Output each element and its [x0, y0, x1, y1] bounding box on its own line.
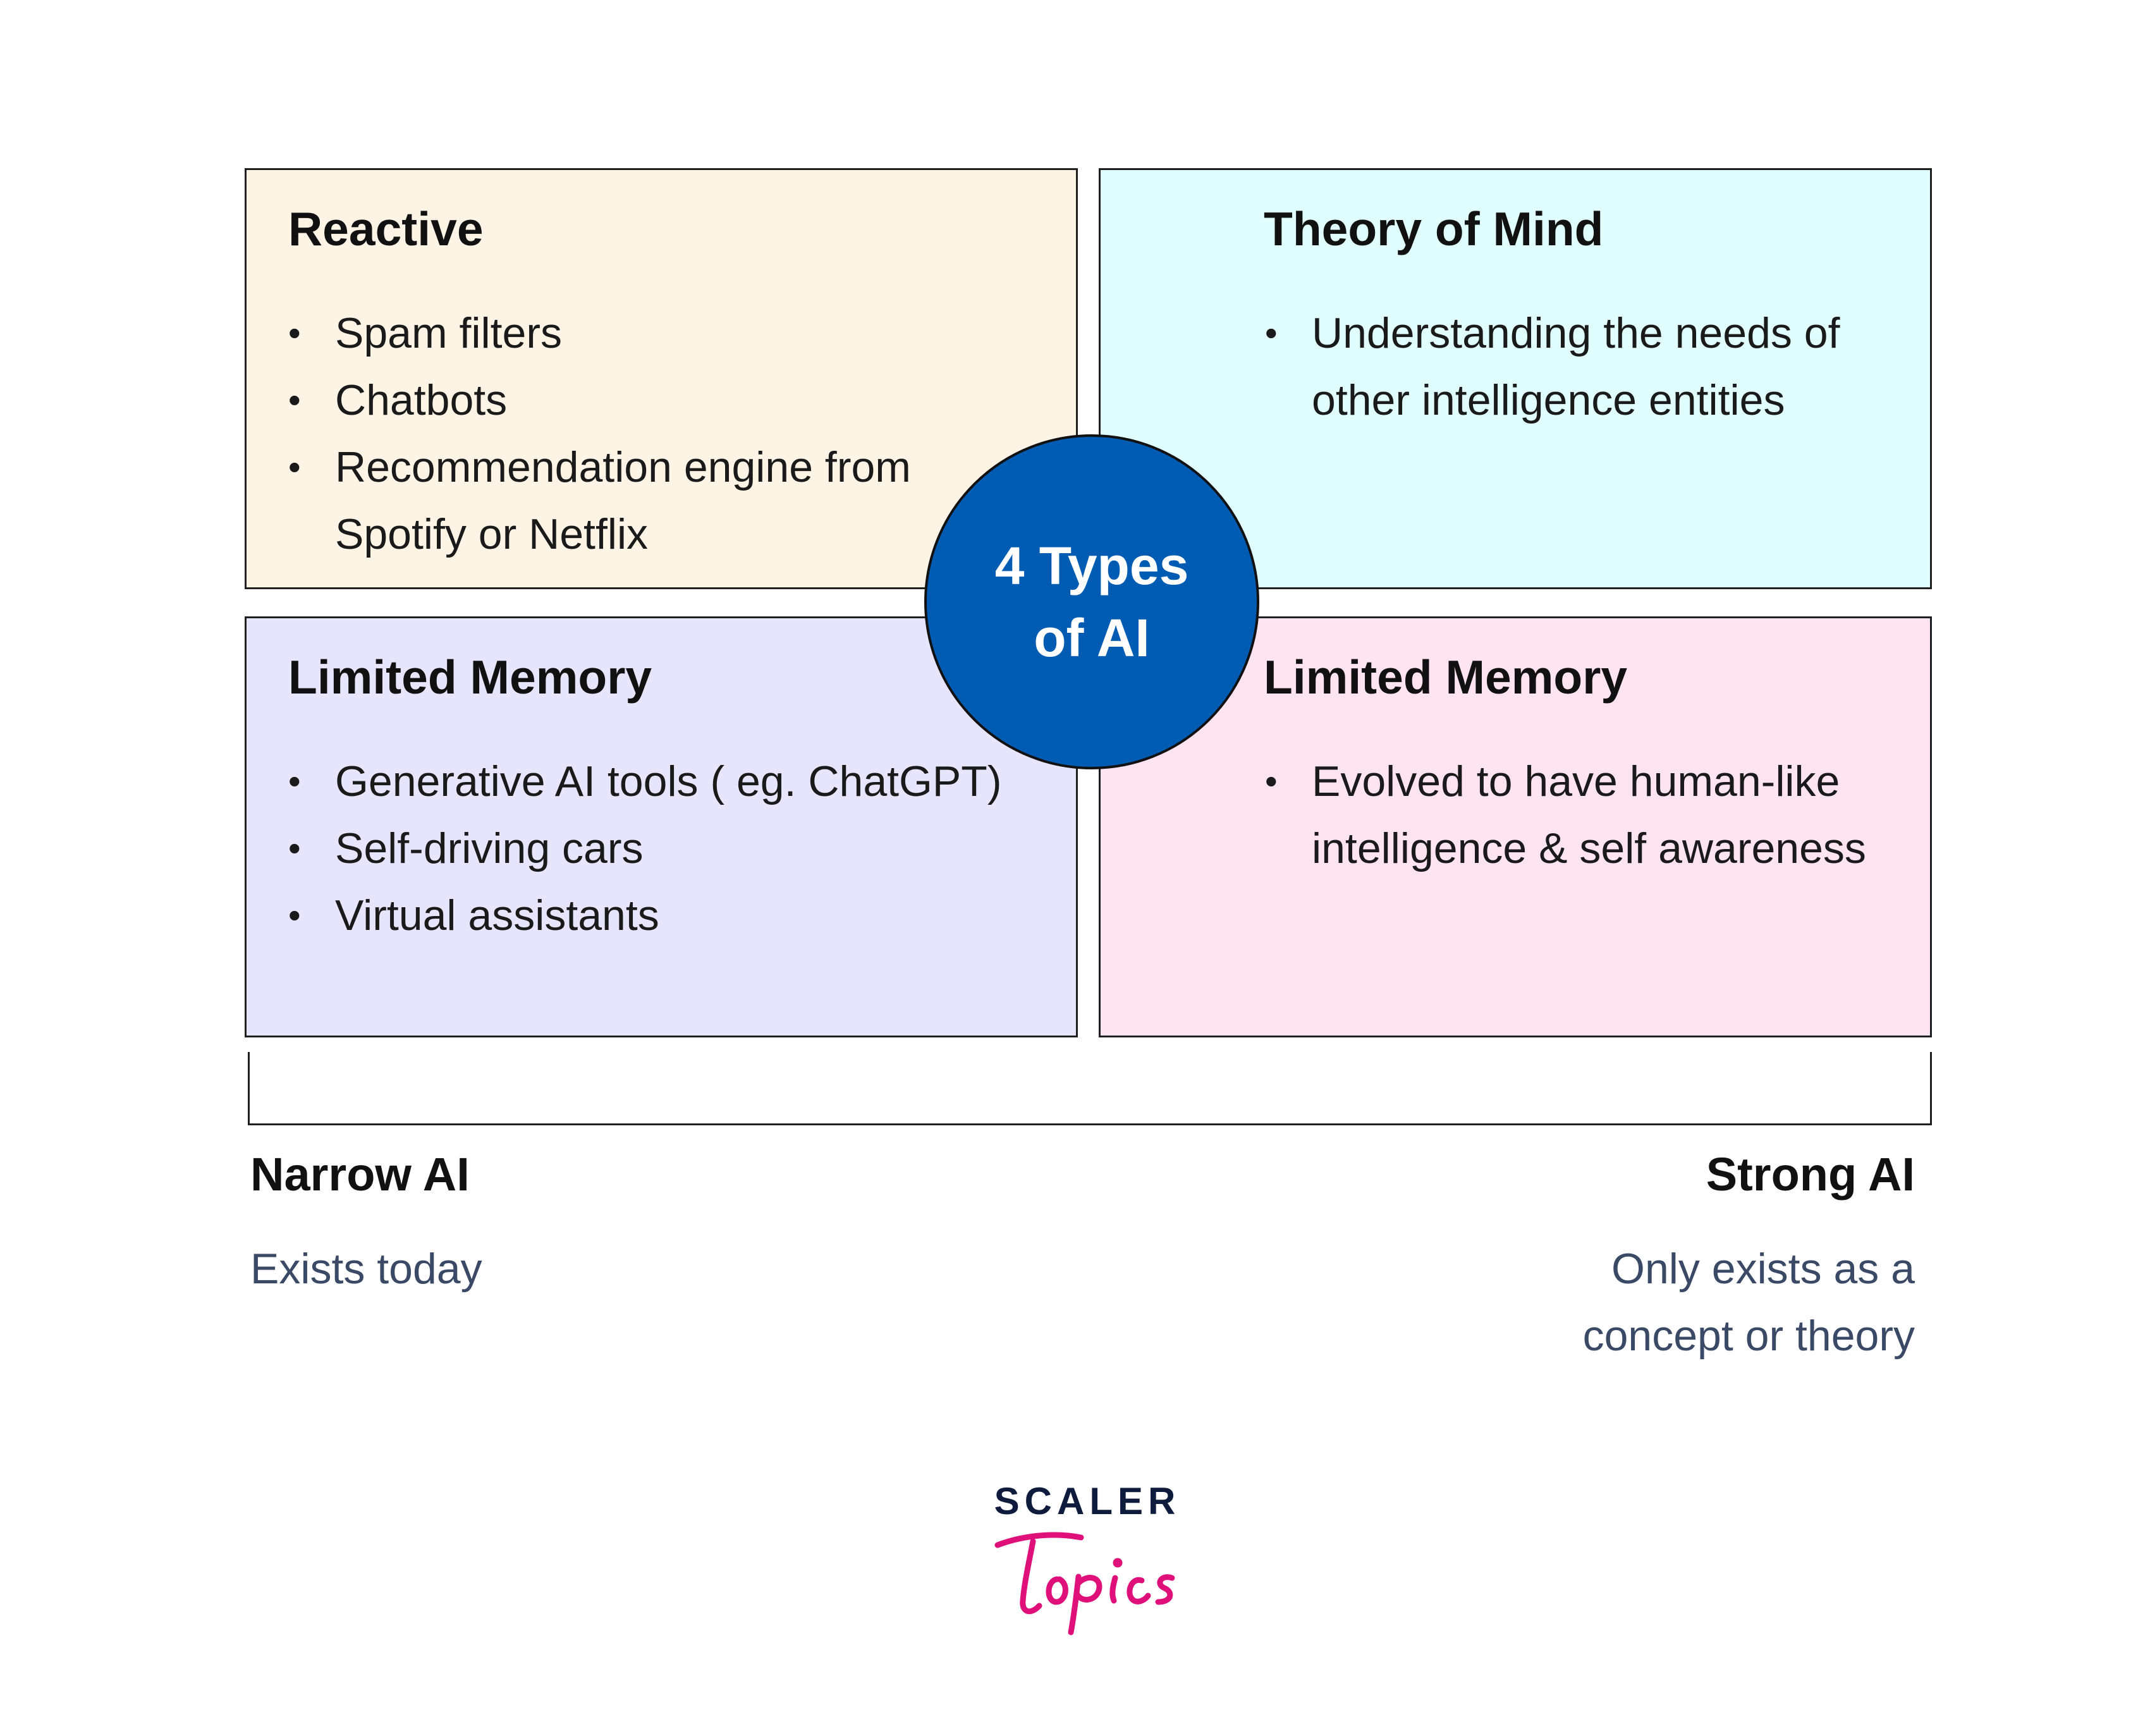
- list-item: Chatbots: [287, 367, 919, 434]
- quadrant-limited-memory-right: Limited Memory Evolved to have human-lik…: [1099, 616, 1932, 1037]
- list-item: Recommendation engine from Spotify or Ne…: [287, 434, 919, 568]
- logo-script-topics: [994, 1532, 1175, 1635]
- list-item: Understanding the needs of other intelli…: [1264, 300, 1902, 434]
- list-item: Generative AI tools ( eg. ChatGPT): [287, 748, 1046, 815]
- list-item: Spam filters: [287, 300, 919, 367]
- center-label: 4 Types of AI: [994, 536, 1189, 668]
- quadrant-reactive: Reactive Spam filters Chatbots Recommend…: [245, 168, 1078, 589]
- quadrant-list: Understanding the needs of other intelli…: [1264, 300, 1902, 434]
- strong-ai-title: Strong AI: [1706, 1148, 1915, 1201]
- quadrant-title: Theory of Mind: [1264, 202, 1604, 255]
- narrow-ai-title: Narrow AI: [250, 1148, 470, 1201]
- list-item: Evolved to have human-like intelligence …: [1264, 748, 1915, 882]
- strong-ai-description: Only exists as a concept or theory: [1582, 1245, 1915, 1360]
- quadrant-list: Generative AI tools ( eg. ChatGPT) Self-…: [287, 748, 1046, 949]
- list-item: Self-driving cars: [287, 815, 1046, 882]
- quadrant-limited-memory-left: Limited Memory Generative AI tools ( eg.…: [245, 616, 1078, 1037]
- quadrant-title: Limited Memory: [288, 651, 652, 704]
- scale-bracket: [248, 1052, 1932, 1125]
- quadrant-list: Evolved to have human-like intelligence …: [1264, 748, 1915, 882]
- list-item: Virtual assistants: [287, 882, 1046, 949]
- narrow-ai-description: Exists today: [250, 1245, 482, 1293]
- logo-wordmark: SCALER: [994, 1480, 1181, 1522]
- center-circle: 4 Types of AI: [924, 434, 1259, 769]
- quadrant-title: Reactive: [288, 202, 484, 255]
- scaler-topics-logo: SCALER: [986, 1479, 1188, 1644]
- quadrant-title: Limited Memory: [1264, 651, 1628, 704]
- quadrant-list: Spam filters Chatbots Recommendation eng…: [287, 300, 919, 568]
